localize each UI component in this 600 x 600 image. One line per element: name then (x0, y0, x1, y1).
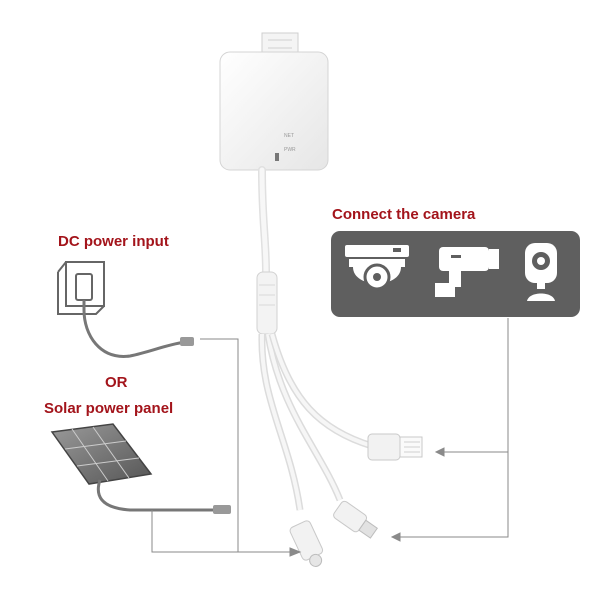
bullet-camera-icon (435, 247, 499, 297)
dc-power-input-label: DC power input (58, 233, 169, 250)
led-label-top: NET (284, 133, 294, 139)
solar-power-panel-label: Solar power panel (44, 400, 174, 417)
solar-panel-icon (50, 423, 231, 514)
main-cable (256, 166, 278, 335)
camera-types-panel (331, 231, 580, 317)
camera-icons (345, 243, 557, 301)
dc-male-plug (333, 500, 378, 539)
power-adapter-device: NET PWR (219, 32, 329, 171)
dc-female-plug (289, 520, 324, 567)
or-label: OR (105, 374, 128, 391)
dome-camera-icon (345, 245, 409, 291)
led-label-bottom: PWR (284, 147, 296, 153)
connect-camera-label: Connect the camera (332, 206, 476, 223)
wall-outlet-icon (57, 261, 194, 358)
branch-cables (258, 333, 374, 511)
rj45-connector (367, 433, 423, 461)
connection-guide-lines (151, 318, 509, 557)
indoor-camera-icon (525, 243, 557, 301)
